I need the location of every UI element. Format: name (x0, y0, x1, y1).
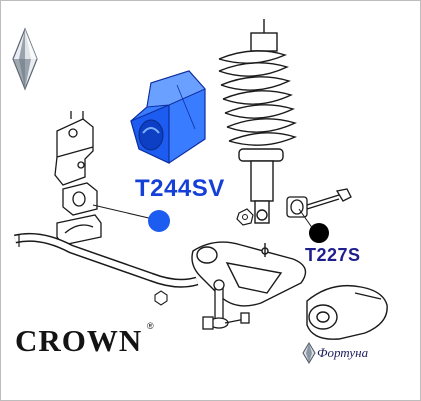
callout-line-second (298, 208, 314, 230)
blue-bushing-icon (130, 70, 206, 164)
stabilizer-bar (13, 232, 199, 288)
bushing-clamp (56, 182, 102, 246)
nut-icon (236, 208, 254, 226)
second-part-code: T227S (305, 245, 361, 265)
steering-knuckle (306, 284, 388, 340)
stabilizer-link (202, 279, 250, 330)
registered-mark: ® (147, 321, 154, 331)
brand-logo-text: CROWN (15, 323, 143, 358)
seller-name: Фортуна (317, 345, 369, 360)
lower-control-arm (191, 241, 307, 307)
blue-callout-dot (148, 210, 170, 232)
main-part-code: T244SV (135, 175, 225, 202)
nut-icon (154, 290, 168, 306)
coil-spring-strut (218, 19, 297, 224)
diamond-small-icon (302, 342, 316, 364)
strut-bushing-bolt (286, 188, 352, 218)
black-callout-dot (309, 223, 329, 243)
mounting-bracket (54, 111, 94, 186)
diamond-logo-icon (12, 27, 38, 91)
callout-line-main (92, 204, 154, 220)
